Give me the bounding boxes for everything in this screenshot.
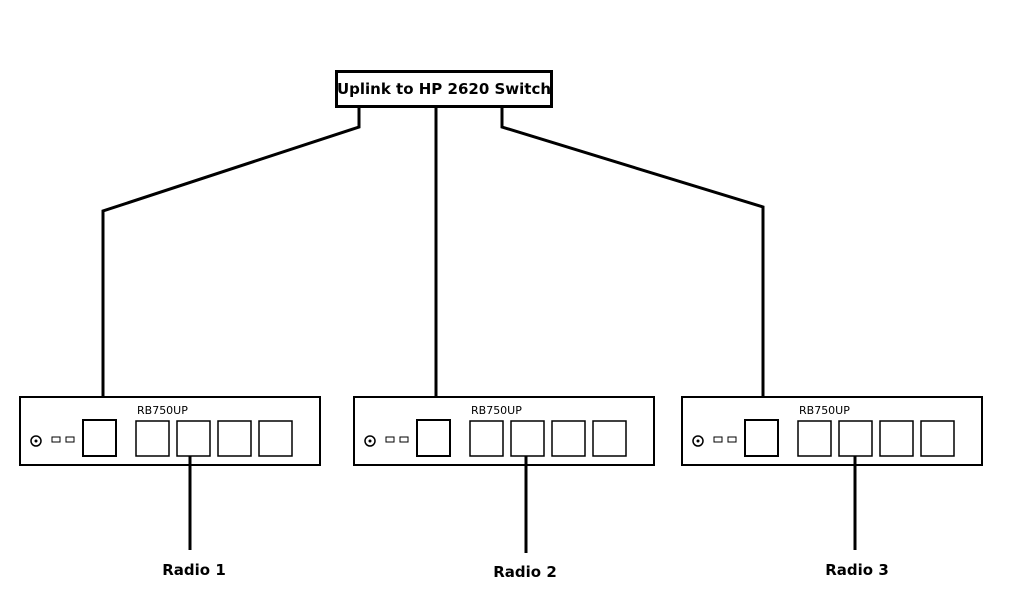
- status-led-icon: [385, 436, 395, 443]
- ethernet-port-1: [416, 419, 451, 457]
- power-jack-icon: [30, 435, 42, 447]
- status-led-icon: [65, 436, 75, 443]
- status-led-icon: [399, 436, 409, 443]
- ethernet-port-2: [797, 420, 832, 457]
- ethernet-port-3: [176, 420, 211, 457]
- ethernet-port-1: [82, 419, 117, 457]
- radio-label-1: Radio 1: [162, 561, 226, 579]
- ethernet-port-4: [551, 420, 586, 457]
- ethernet-port-2: [469, 420, 504, 457]
- ethernet-port-2: [135, 420, 170, 457]
- router-3: RB750UP: [681, 396, 983, 466]
- ethernet-port-5: [920, 420, 955, 457]
- power-jack-icon: [364, 435, 376, 447]
- uplink-label: Uplink to HP 2620 Switch: [336, 80, 552, 98]
- router-model-label: RB750UP: [137, 404, 188, 417]
- router-2: RB750UP: [353, 396, 655, 466]
- status-led-icon: [727, 436, 737, 443]
- ethernet-port-3: [510, 420, 545, 457]
- ethernet-port-4: [217, 420, 252, 457]
- router-model-label: RB750UP: [471, 404, 522, 417]
- ethernet-port-3: [838, 420, 873, 457]
- status-led-icon: [713, 436, 723, 443]
- radio-label-3: Radio 3: [825, 561, 889, 579]
- radio-label-2: Radio 2: [493, 563, 557, 581]
- router-1: RB750UP: [19, 396, 321, 466]
- power-jack-icon: [692, 435, 704, 447]
- ethernet-port-5: [258, 420, 293, 457]
- ethernet-port-5: [592, 420, 627, 457]
- ethernet-port-1: [744, 419, 779, 457]
- router-model-label: RB750UP: [799, 404, 850, 417]
- status-led-icon: [51, 436, 61, 443]
- uplink-switch-box: Uplink to HP 2620 Switch: [335, 70, 553, 108]
- uplink-cable-1: [101, 104, 361, 456]
- ethernet-port-4: [879, 420, 914, 457]
- uplink-cable-3: [500, 104, 765, 456]
